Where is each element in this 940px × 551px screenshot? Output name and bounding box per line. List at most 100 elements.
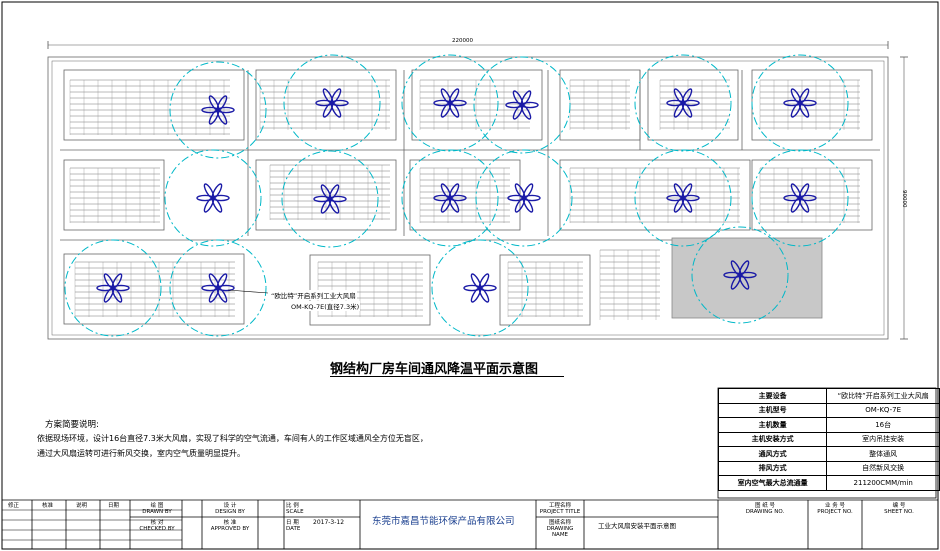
spec-key: 通风方式 [717, 446, 828, 462]
industrial-fan [401, 54, 499, 152]
title-underline [330, 376, 564, 377]
fan-label-leader [227, 289, 269, 294]
fan-coverage-circle [634, 149, 732, 247]
fan-hub [448, 101, 452, 105]
fan-hub [216, 286, 220, 290]
fan-coverage-circle [431, 239, 529, 337]
fan-hub [738, 273, 742, 277]
spec-value: 16台 [826, 417, 940, 433]
industrial-fan [751, 149, 849, 247]
spec-value: 整体通风 [826, 446, 940, 462]
fan-coverage-circle [281, 150, 379, 248]
company-name: 东莞市嘉昌节能环保产品有限公司 [372, 516, 515, 527]
fan-coverage-circle [64, 239, 162, 337]
spec-key: 排风方式 [717, 460, 828, 476]
industrial-fan [169, 61, 267, 159]
fan-coverage-circle [169, 61, 267, 159]
industrial-fan [431, 239, 529, 337]
description-line: 依据现场环境，设计16台直径7.3米大风扇，实现了科学的空气流通，车间有人的工作… [37, 434, 428, 443]
industrial-fan [281, 150, 379, 248]
fan-hub [211, 196, 215, 200]
fan-hub [111, 286, 115, 290]
industrial-fan [169, 239, 267, 337]
revision-header: 核准 [42, 503, 54, 509]
fan-coverage-circle [401, 149, 499, 247]
fan-coverage-circle [634, 54, 732, 152]
fan-hub [328, 197, 332, 201]
spec-value: OM-KQ-7E [826, 402, 940, 418]
revision-header: 日期 [108, 503, 120, 509]
industrial-fan [691, 226, 789, 324]
fan-hub [798, 196, 802, 200]
spec-value: 211200CMM/min [826, 475, 940, 491]
industrial-fan [751, 54, 849, 152]
industrial-fan [475, 149, 573, 247]
date-value: 2017-3-12 [313, 519, 345, 526]
industrial-fan [401, 149, 499, 247]
fan-hub [448, 196, 452, 200]
spec-key: 主机安装方式 [717, 431, 828, 447]
spec-row: 通风方式整体通风 [717, 446, 940, 462]
fan-coverage-circle [691, 226, 789, 324]
drawing-name-value: 工业大风扇安装平面示意图 [598, 522, 676, 530]
spec-value: “欧比特”开启系列工业大风扇 [826, 388, 940, 404]
revision-header: 修正 [8, 503, 20, 509]
spec-key: 主机数量 [717, 417, 828, 433]
fan-coverage-circle [751, 54, 849, 152]
industrial-fan [634, 149, 732, 247]
fan-hub [798, 101, 802, 105]
fan-coverage-circle [164, 149, 262, 247]
fan-hub [478, 286, 482, 290]
fan-coverage-circle [475, 149, 573, 247]
industrial-fan [64, 239, 162, 337]
fan-hub [522, 196, 526, 200]
fan-hub [681, 196, 685, 200]
fan-hub [216, 108, 220, 112]
fan-model-label: “欧比特”开启系列工业大风扇 [270, 290, 357, 300]
fan-hub [330, 101, 334, 105]
industrial-fan [473, 56, 571, 154]
fan-layer [64, 54, 849, 337]
description-line: 通过大风扇运转可进行新风交换，室内空气质量明显提升。 [37, 449, 245, 458]
fan-coverage-circle [751, 149, 849, 247]
fan-coverage-circle [169, 239, 267, 337]
spec-row: 排风方式自然新风交换 [717, 460, 940, 476]
fan-hub [520, 103, 524, 107]
spec-value: 室内吊挂安装 [826, 431, 940, 447]
revision-header: 说明 [76, 503, 88, 509]
spec-row: 主要设备“欧比特”开启系列工业大风扇 [717, 388, 940, 404]
dimension-width: 220000 [452, 38, 473, 44]
industrial-fan [164, 149, 262, 247]
spec-key: 主机型号 [717, 402, 828, 418]
fan-coverage-circle [473, 56, 571, 154]
industrial-fan [634, 54, 732, 152]
industrial-fan [283, 54, 381, 152]
spec-value: 自然新风交换 [826, 460, 940, 476]
spec-row: 主机安装方式室内吊挂安装 [717, 431, 940, 447]
spec-key: 主要设备 [717, 388, 828, 404]
dimension-height: 90000 [901, 190, 907, 208]
page-title: 钢结构厂房车间通风降温平面示意图 [330, 362, 539, 377]
fan-model-label-size: OM-KQ-7E(直径7.3米) [290, 301, 361, 311]
factory-floor-plan [47, 41, 908, 340]
spec-key: 室内空气最大总流通量 [717, 475, 828, 491]
description-heading: 方案简要说明: [45, 420, 99, 430]
fan-coverage-circle [401, 54, 499, 152]
